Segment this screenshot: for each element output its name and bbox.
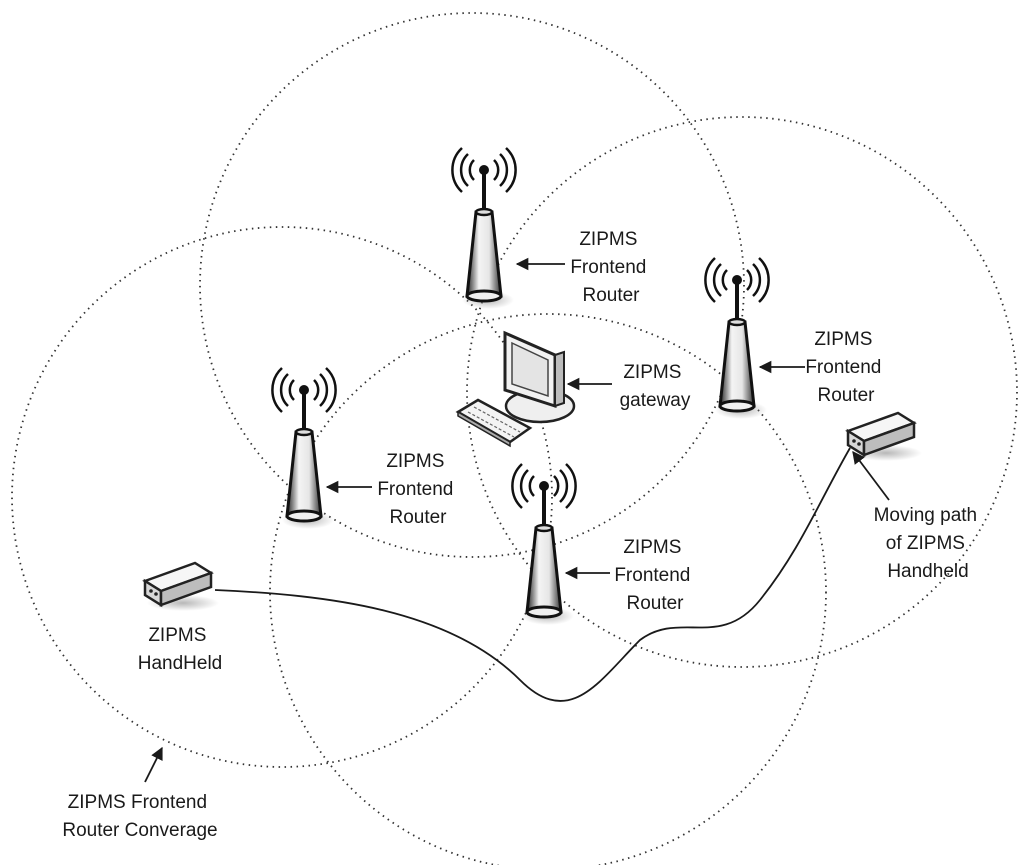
label-coverage: ZIPMS Frontend Router Converage bbox=[62, 792, 217, 841]
router-antenna-icon bbox=[270, 366, 338, 531]
arrow-coverage bbox=[144, 746, 163, 783]
label-moving-path: Moving path of ZIPMS Handheld bbox=[874, 505, 983, 582]
label-router-left: ZIPMS Frontend Router bbox=[377, 451, 458, 528]
label-router-right: ZIPMS Frontend Router bbox=[805, 329, 886, 406]
coverage-circle-bottom bbox=[269, 313, 827, 865]
label-gateway: ZIPMS gateway bbox=[620, 362, 691, 411]
keyboard-icon bbox=[455, 398, 533, 448]
label-arrows bbox=[144, 257, 890, 783]
gateway-computer bbox=[455, 330, 576, 448]
coverage-circle-top bbox=[199, 12, 745, 558]
monitor-side bbox=[554, 350, 565, 408]
router-antenna-icon bbox=[703, 256, 771, 421]
label-router-bottom: ZIPMS Frontend Router bbox=[614, 537, 695, 614]
router-antenna-icon bbox=[450, 146, 518, 311]
coverage-circle-left bbox=[11, 226, 553, 768]
coverage-circles bbox=[11, 12, 1018, 865]
label-handheld: ZIPMS HandHeld bbox=[138, 625, 223, 674]
arrow-moving-path bbox=[852, 450, 890, 501]
coverage-circle-right bbox=[466, 116, 1018, 668]
router-antenna-icon bbox=[510, 462, 578, 627]
handheld-device-icon bbox=[143, 561, 221, 613]
label-router-top: ZIPMS Frontend Router bbox=[570, 229, 651, 306]
monitor-screen bbox=[511, 341, 549, 398]
handheld-moving-path bbox=[214, 447, 851, 702]
handheld-device-icon bbox=[846, 411, 924, 463]
